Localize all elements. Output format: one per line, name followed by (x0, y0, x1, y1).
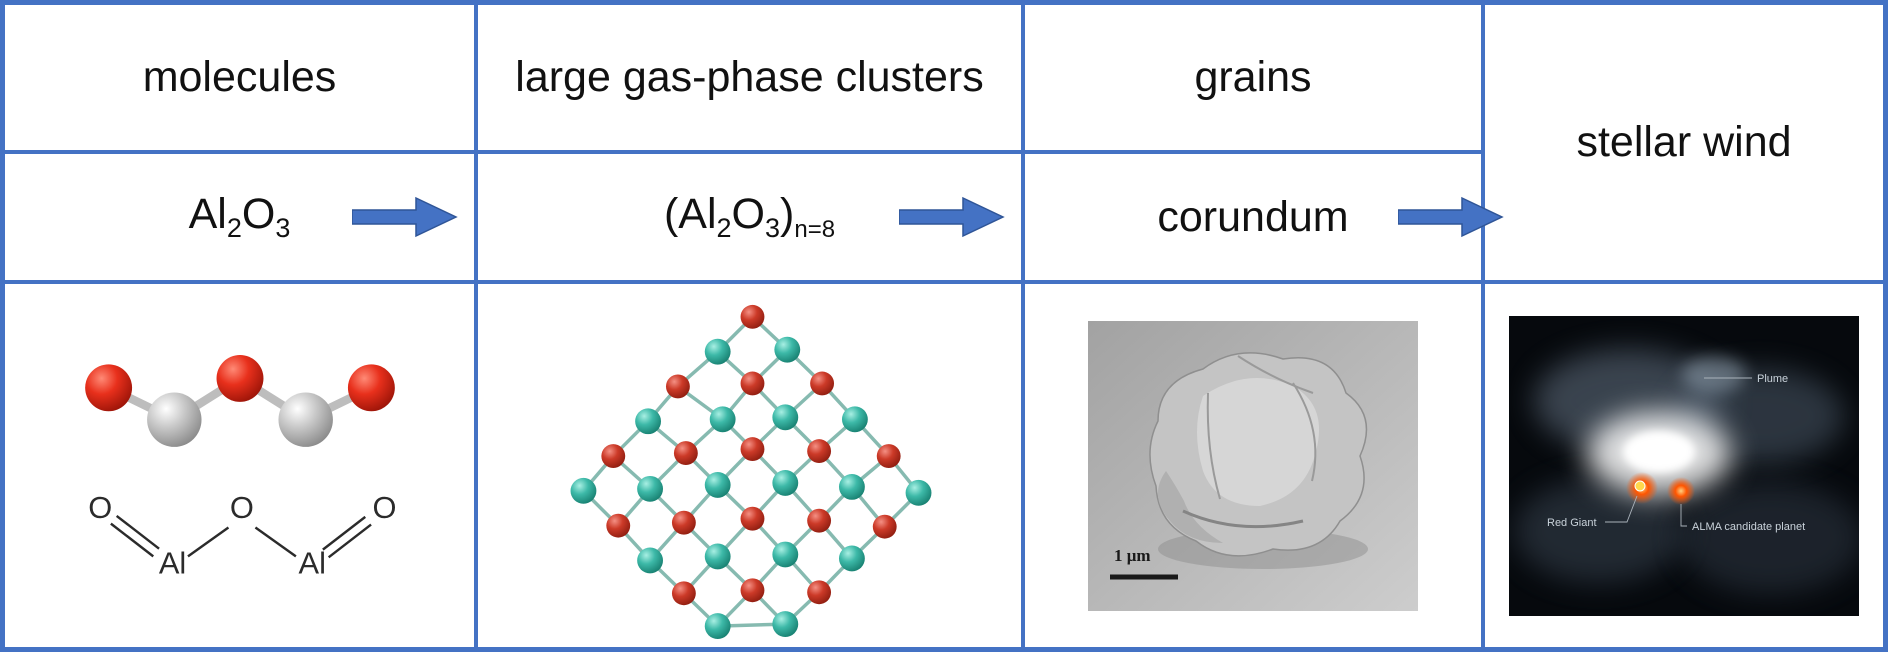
header-stellar-wind-label: stellar wind (1576, 118, 1792, 166)
header-molecules-label: molecules (142, 52, 337, 101)
corundum-sem-image: 1 μm (1088, 320, 1418, 611)
formula-part: O (241, 190, 276, 238)
cell-molecule-images: O Al O Al O (5, 284, 478, 647)
formula-subscript: 2 (716, 213, 732, 243)
red-giant-marker (1634, 480, 1646, 491)
formula-atom: O (372, 489, 396, 524)
formula-part: Al (188, 190, 227, 238)
formula-subscript: 3 (275, 213, 291, 243)
formula-atom: Al (158, 545, 185, 580)
al2o3-structural-formula: O Al O Al O (88, 489, 396, 580)
label-corundum: corundum (1025, 154, 1504, 284)
formula-atom: O (88, 489, 112, 524)
cell-cluster-image (478, 284, 1025, 647)
red-giant-pointer-line (1605, 495, 1638, 522)
header-stellar-wind: stellar wind (1485, 5, 1883, 284)
formula-subscript: 2 (226, 213, 242, 243)
formula-atom: Al (298, 545, 325, 580)
header-clusters-label: large gas-phase clusters (515, 52, 984, 101)
label-al2o3-cluster: (Al2O3)n=8 (478, 154, 1025, 284)
arrow-right-icon (898, 194, 1007, 240)
formula-atom: O (229, 489, 253, 524)
red-giant-label: Red Giant (1547, 517, 1597, 529)
al2o3-cluster-model (570, 304, 931, 639)
header-molecules: molecules (5, 5, 478, 154)
cell-stellar-wind-image: Plume Red Giant ALMA candidate planet (1485, 284, 1883, 647)
header-clusters: large gas-phase clusters (478, 5, 1025, 154)
header-grains: grains (1025, 5, 1485, 154)
planet-pointer-line (1680, 503, 1687, 526)
sem-scale-label: 1 μm (1114, 546, 1151, 565)
al2o3-ball-stick-model (84, 354, 395, 447)
formula-part: ) (780, 190, 795, 238)
label-al2o3: Al2O3 (5, 154, 478, 284)
plume-label: Plume (1757, 373, 1788, 385)
planet-label: ALMA candidate planet (1692, 521, 1805, 533)
formula-part: O (731, 190, 765, 238)
alma-stellar-wind-image: Plume Red Giant ALMA candidate planet (1509, 315, 1863, 616)
arrow-right-icon (351, 194, 460, 240)
al2o3-formula: Al2O3 (189, 190, 291, 244)
arrow-right-icon (1397, 194, 1506, 240)
corundum-label: corundum (1157, 192, 1349, 241)
header-grains-label: grains (1194, 52, 1312, 101)
formula-part: (Al (663, 190, 717, 238)
formula-subscript: n=8 (794, 216, 836, 243)
cluster-formula: (Al2O3)n=8 (664, 190, 835, 244)
formula-subscript: 3 (764, 213, 781, 243)
cell-sem-image: 1 μm (1025, 284, 1485, 647)
